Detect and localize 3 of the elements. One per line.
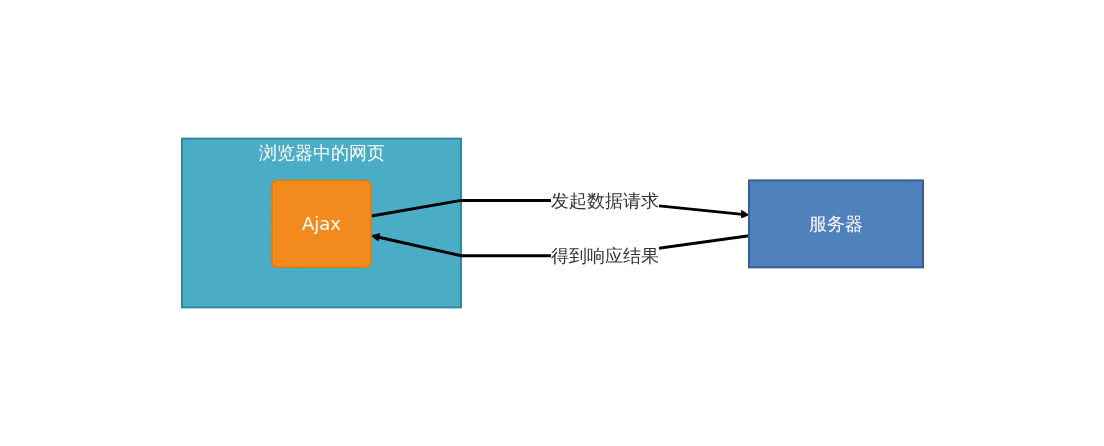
edge-label: 发起数据请求 <box>550 189 659 211</box>
edge-label: 得到响应结果 <box>550 245 659 267</box>
node-box: 服务器 <box>747 179 924 269</box>
